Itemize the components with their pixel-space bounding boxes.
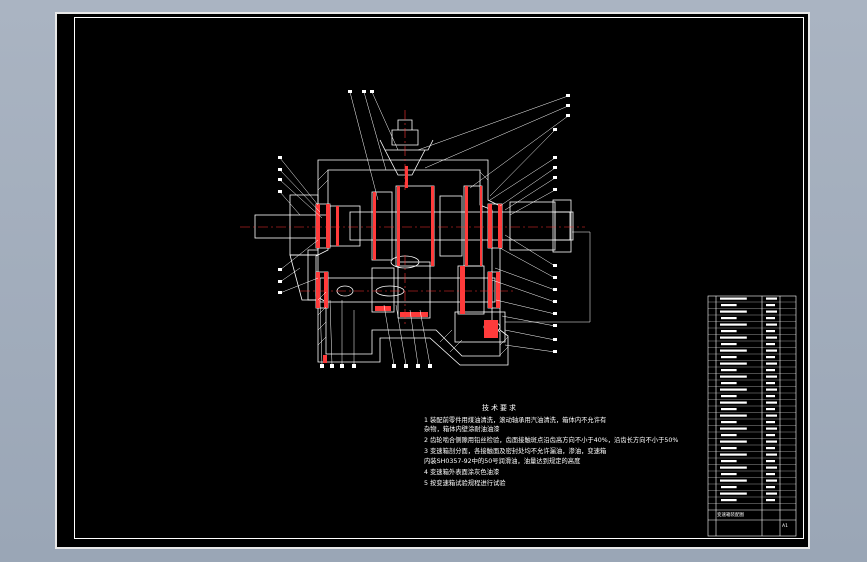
bom-cell-text: [766, 388, 777, 391]
bom-cell-text: [766, 447, 775, 450]
title-block-sheet: A1: [782, 524, 788, 529]
bom-cell-text: [766, 343, 775, 346]
drawing-sheet: [55, 12, 810, 549]
bom-cell-text: [766, 460, 775, 463]
technical-requirements-title: 技术要求: [482, 404, 518, 412]
bom-cell-text: [720, 440, 747, 443]
bom-cell-text: [720, 323, 747, 326]
bom-cell-text: [720, 310, 747, 313]
bom-cell-text: [766, 473, 775, 476]
bom-cell-text: [766, 304, 775, 307]
bom-cell-text: [766, 453, 777, 456]
bom-cell-text: [766, 369, 775, 372]
bom-cell-text: [720, 401, 747, 404]
housing-inner: [315, 169, 501, 357]
output-flange: [552, 199, 572, 253]
bom-cell-text: [766, 421, 775, 424]
counter-gear-2: [397, 261, 431, 319]
bom-cell-text: [721, 499, 737, 502]
requirement-line: 4 变速箱外表面涂灰色油漆: [424, 469, 500, 476]
bom-cell-text: [720, 453, 747, 456]
requirement-line: 2 齿轮啮合侧隙用铅丝检验，齿面接触斑点沿齿高方向不小于40%，沿齿长方向不小于…: [424, 437, 679, 444]
bom-cell-text: [766, 297, 777, 300]
bom-cell-text: [720, 427, 747, 430]
bom-cell-text: [766, 492, 777, 495]
bom-cell-text: [766, 356, 775, 359]
bom-cell-text: [721, 447, 737, 450]
bom-cell-text: [721, 317, 737, 320]
gear-3: [439, 195, 463, 257]
bom-cell-text: [721, 382, 737, 385]
requirement-line: 3 变速箱剖分面，各接触面及密封处均不允许漏油，渗油，变速箱: [424, 448, 607, 455]
bom-cell-text: [720, 466, 747, 469]
bom-cell-text: [766, 310, 777, 313]
bom-cell-text: [720, 297, 747, 300]
drawing-frame: [74, 17, 804, 539]
bom-cell-text: [720, 479, 747, 482]
counter-gear-1: [371, 267, 395, 313]
breather-cap: [391, 119, 419, 146]
bom-cell-text: [721, 434, 737, 437]
bom-cell-text: [766, 414, 777, 417]
bom-cell-text: [721, 356, 737, 359]
bom-cell-text: [721, 421, 737, 424]
counter-gear-3: [457, 265, 485, 315]
bom-cell-text: [720, 375, 747, 378]
bom-cell-text: [766, 336, 777, 339]
bom-cell-text: [720, 414, 747, 417]
bom-cell-text: [766, 466, 777, 469]
gear-2: [395, 185, 435, 267]
bom-cell-text: [766, 362, 777, 365]
bom-cell-text: [766, 440, 777, 443]
bom-cell-text: [720, 349, 747, 352]
bom-cell-text: [766, 375, 777, 378]
bom-cell-text: [766, 427, 777, 430]
bom-cell-text: [766, 479, 777, 482]
bom-cell-text: [721, 330, 737, 333]
bom-cell-text: [721, 304, 737, 307]
housing-outline: [307, 159, 509, 366]
bom-cell-text: [766, 401, 777, 404]
bom-cell-text: [766, 323, 777, 326]
bom-cell-text: [721, 473, 737, 476]
bom-cell-text: [721, 395, 737, 398]
bom-cell-text: [766, 434, 775, 437]
title-block-name: 变速箱装配图: [717, 513, 744, 518]
bom-cell-text: [766, 395, 775, 398]
main-shaft: [349, 211, 571, 241]
bom-cell-text: [720, 492, 747, 495]
bom-cell-text: [720, 336, 747, 339]
countershaft: [319, 277, 496, 303]
bom-cell-text: [721, 408, 737, 411]
bom-cell-text: [721, 486, 737, 489]
bom-cell-text: [766, 408, 775, 411]
requirement-line: 杂物，箱体内壁涂耐油油漆: [424, 426, 500, 433]
requirement-line: 内装SH0357-92中的50号润滑油，油量达到规定的高度: [424, 458, 581, 465]
bom-cell-text: [766, 317, 775, 320]
requirement-line: 1 装配前零件用煤油清洗，滚动轴承用汽油清洗，箱体内不允许有: [424, 417, 607, 424]
bom-cell-text: [766, 349, 777, 352]
bom-cell-text: [720, 362, 747, 365]
bom-cell-text: [766, 499, 775, 502]
requirement-line: 5 按变速箱试验规程进行试验: [424, 480, 506, 487]
reverse-idler: [454, 311, 506, 343]
bom-cell-text: [721, 369, 737, 372]
bom-table: [707, 295, 797, 537]
gear-1: [371, 191, 393, 261]
bom-cell-text: [720, 388, 747, 391]
bom-cell-text: [766, 382, 775, 385]
bom-cell-text: [721, 460, 737, 463]
bom-cell-text: [766, 330, 775, 333]
bom-cell-text: [766, 486, 775, 489]
bom-cell-text: [721, 343, 737, 346]
